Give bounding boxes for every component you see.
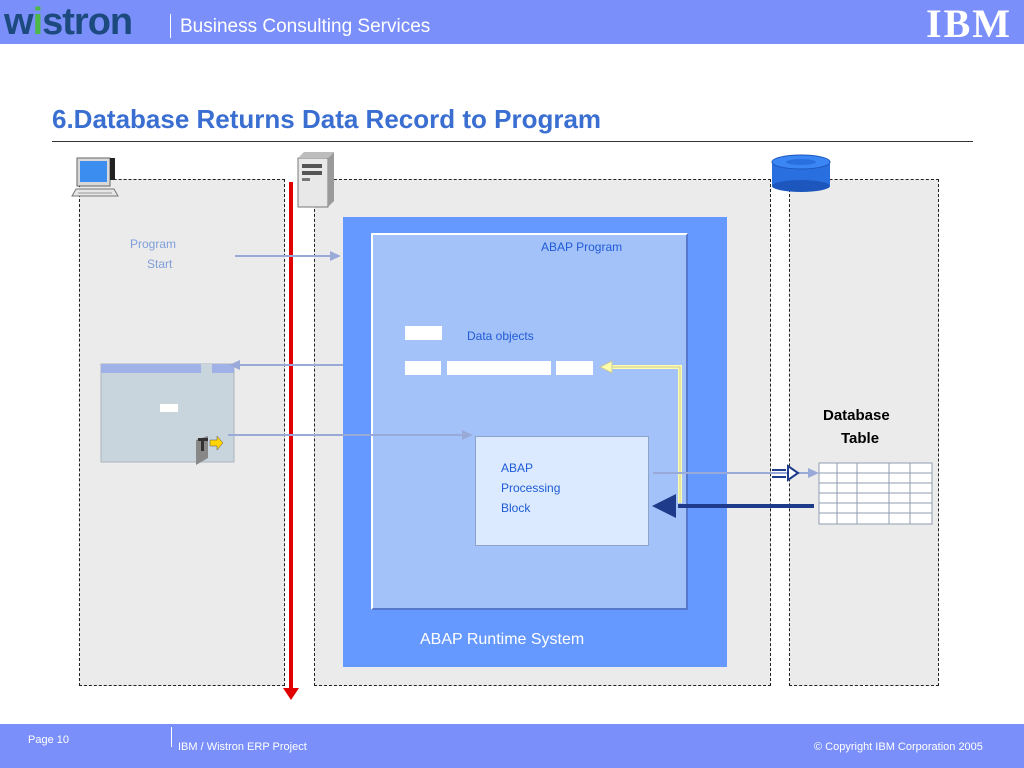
database-pane <box>789 179 939 686</box>
footer-page-number: Page 10 <box>28 734 69 746</box>
data-object-box <box>447 361 551 375</box>
data-objects-label: Data objects <box>467 329 534 343</box>
runtime-label: ABAP Runtime System <box>420 631 585 648</box>
footer-project: IBM / Wistron ERP Project <box>178 741 307 753</box>
footer-separator <box>171 727 172 747</box>
header-separator <box>170 14 171 38</box>
database-label-line2: Table <box>841 430 880 447</box>
title-rule <box>52 141 973 142</box>
screen-window <box>100 363 235 463</box>
data-object-box <box>405 326 442 340</box>
processing-line3: Block <box>501 501 531 515</box>
wistron-logo: wistron <box>4 1 133 43</box>
abap-program-label: ABAP Program <box>541 240 623 254</box>
program-start-line1: Program <box>130 237 177 251</box>
footer-bar <box>0 724 1024 768</box>
database-label-line1: Database <box>823 407 890 424</box>
abap-program-box <box>371 233 688 610</box>
pc-icon <box>71 157 119 197</box>
slide-title: 6.Database Returns Data Record to Progra… <box>52 104 602 134</box>
program-start-line2: Start <box>147 257 173 271</box>
processing-line1: ABAP <box>501 461 534 475</box>
server-icon <box>297 152 334 208</box>
cursor-icon <box>196 435 224 465</box>
footer-copyright: © Copyright IBM Corporation 2005 <box>814 741 983 753</box>
processing-block-box <box>475 436 649 546</box>
database-table-grid <box>818 462 933 525</box>
database-icon <box>771 154 831 192</box>
processing-line2: Processing <box>501 481 561 495</box>
ibm-logo: IBM <box>926 1 1012 46</box>
header-subtitle: Business Consulting Services <box>180 16 431 37</box>
data-object-box <box>556 361 593 375</box>
data-object-box <box>405 361 441 375</box>
